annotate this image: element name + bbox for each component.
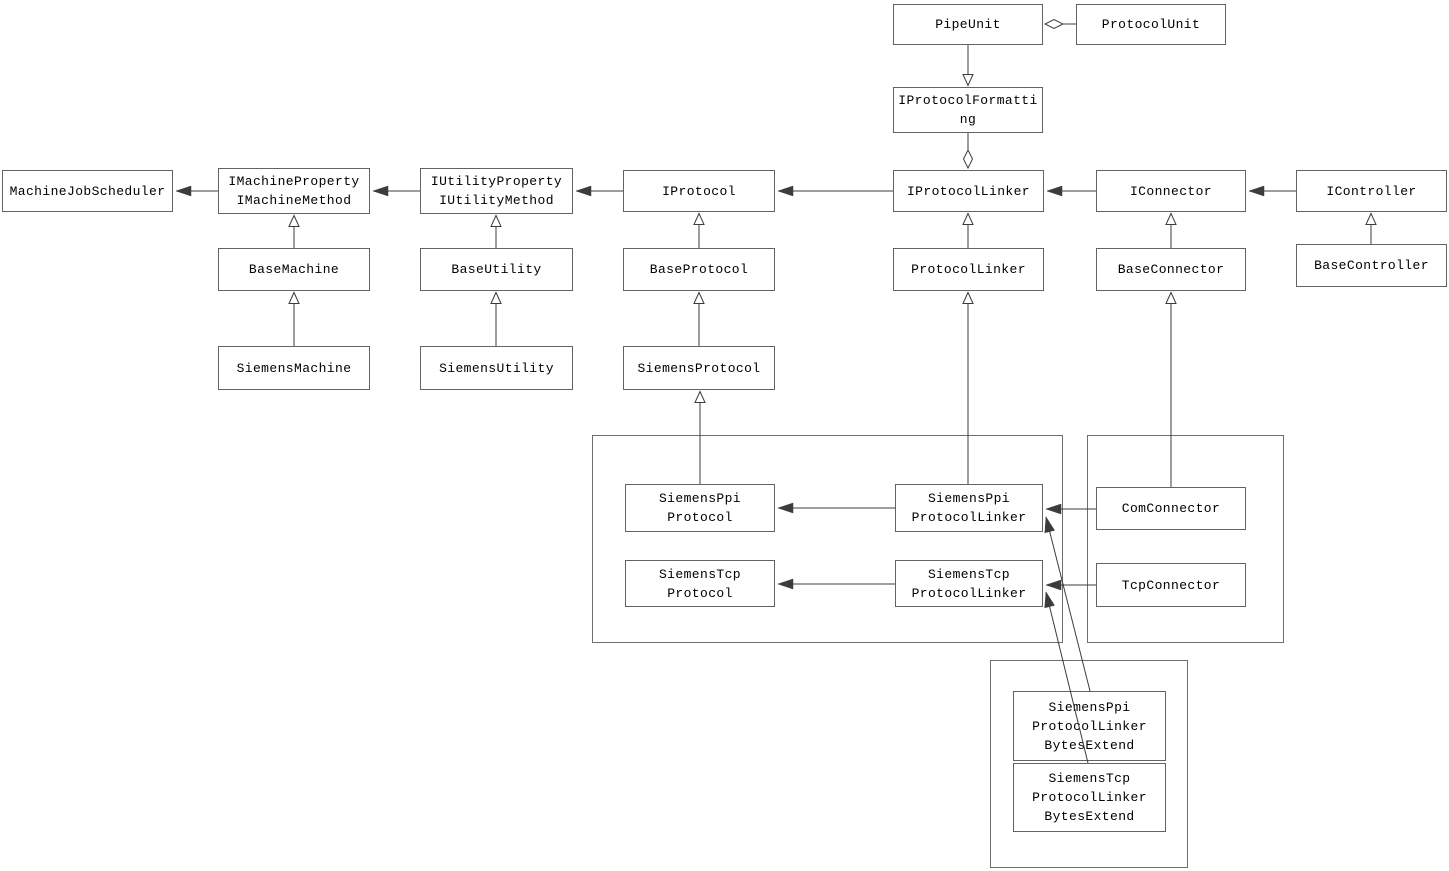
class-box-tcp-connector: TcpConnector	[1096, 563, 1246, 607]
class-name-line: ng	[959, 112, 977, 127]
class-name-line: SiemensUtility	[439, 360, 554, 376]
class-name-line: Protocol	[667, 510, 733, 525]
class-name-line: SiemensPpi	[658, 491, 741, 506]
class-box-icontroller: IController	[1296, 170, 1447, 212]
class-name-line: SiemensMachine	[236, 360, 352, 376]
class-name-line: BaseMachine	[248, 262, 340, 277]
class-box-siemens-machine: SiemensMachine	[218, 346, 370, 390]
class-box-com-connector: ComConnector	[1096, 487, 1246, 530]
class-name-line: BaseUtility	[451, 262, 542, 277]
class-box-base-machine: BaseMachine	[218, 248, 370, 291]
class-name-line: SiemensTcp	[658, 566, 741, 582]
class-box-iprotocol: IProtocol	[623, 170, 775, 212]
class-name-line: BaseProtocol	[649, 262, 749, 277]
class-name-line: IController	[1326, 183, 1417, 199]
class-name-line: BytesExtend	[1044, 809, 1135, 824]
class-name-line: MachineJobScheduler	[9, 183, 166, 199]
class-box-iconnector: IConnector	[1096, 170, 1246, 212]
class-box-iprotocol-linker: IProtocolLinker	[893, 170, 1044, 212]
class-name-line: TcpConnector	[1121, 577, 1221, 593]
class-name-line: Protocol	[667, 585, 733, 601]
connector-group	[1087, 435, 1284, 643]
class-name-line: IConnector	[1129, 183, 1212, 199]
class-name-line: ProtocolLinker	[911, 585, 1027, 601]
class-name-line: SiemensPpi	[1048, 699, 1131, 715]
class-box-iprotocol-formatting: IProtocolFormatti ng	[893, 87, 1043, 133]
class-name-line: SiemensPpi	[927, 491, 1010, 506]
class-box-siemens-utility: SiemensUtility	[420, 346, 573, 390]
class-name-line: PipeUnit	[935, 17, 1001, 32]
class-name-line: ProtocolLinker	[1032, 790, 1147, 805]
class-box-protocol-unit: ProtocolUnit	[1076, 4, 1226, 45]
class-box-siemens-protocol: SiemensProtocol	[623, 346, 775, 390]
class-box-pipe-unit: PipeUnit	[893, 4, 1043, 45]
class-name-line: BytesExtend	[1044, 737, 1135, 753]
class-name-line: ProtocolLinker	[1032, 718, 1147, 734]
class-box-base-utility: BaseUtility	[420, 248, 573, 291]
class-name-line: SiemensTcp	[1048, 771, 1131, 786]
class-name-line: IUtilityProperty	[430, 174, 563, 189]
class-box-base-protocol: BaseProtocol	[623, 248, 775, 291]
class-name-line: ComConnector	[1121, 501, 1221, 516]
class-name-line: ProtocolUnit	[1101, 17, 1201, 32]
class-box-base-controller: BaseController	[1296, 244, 1447, 287]
class-name-line: IProtocolLinker	[906, 183, 1031, 199]
class-name-line: IProtocolFormatti	[898, 93, 1038, 108]
class-name-line: IMachineProperty	[228, 174, 360, 189]
class-name-line: SiemensTcp	[927, 566, 1010, 582]
class-name-line: ProtocolLinker	[911, 510, 1027, 525]
class-name-line: BaseController	[1314, 258, 1429, 273]
class-box-base-connector: BaseConnector	[1096, 248, 1246, 291]
class-name-line: ProtocolLinker	[911, 262, 1026, 277]
class-name-line: IUtilityMethod	[439, 193, 554, 208]
class-name-line: SiemensProtocol	[637, 360, 761, 376]
class-box-machine-job-scheduler: MachineJobScheduler	[2, 170, 173, 212]
class-name-line: BaseConnector	[1117, 262, 1225, 277]
class-name-line: IMachineMethod	[236, 193, 352, 208]
class-name-line: IProtocol	[662, 183, 736, 199]
class-box-protocol-linker: ProtocolLinker	[893, 248, 1044, 291]
siemens-protocol-linker-group	[592, 435, 1063, 643]
